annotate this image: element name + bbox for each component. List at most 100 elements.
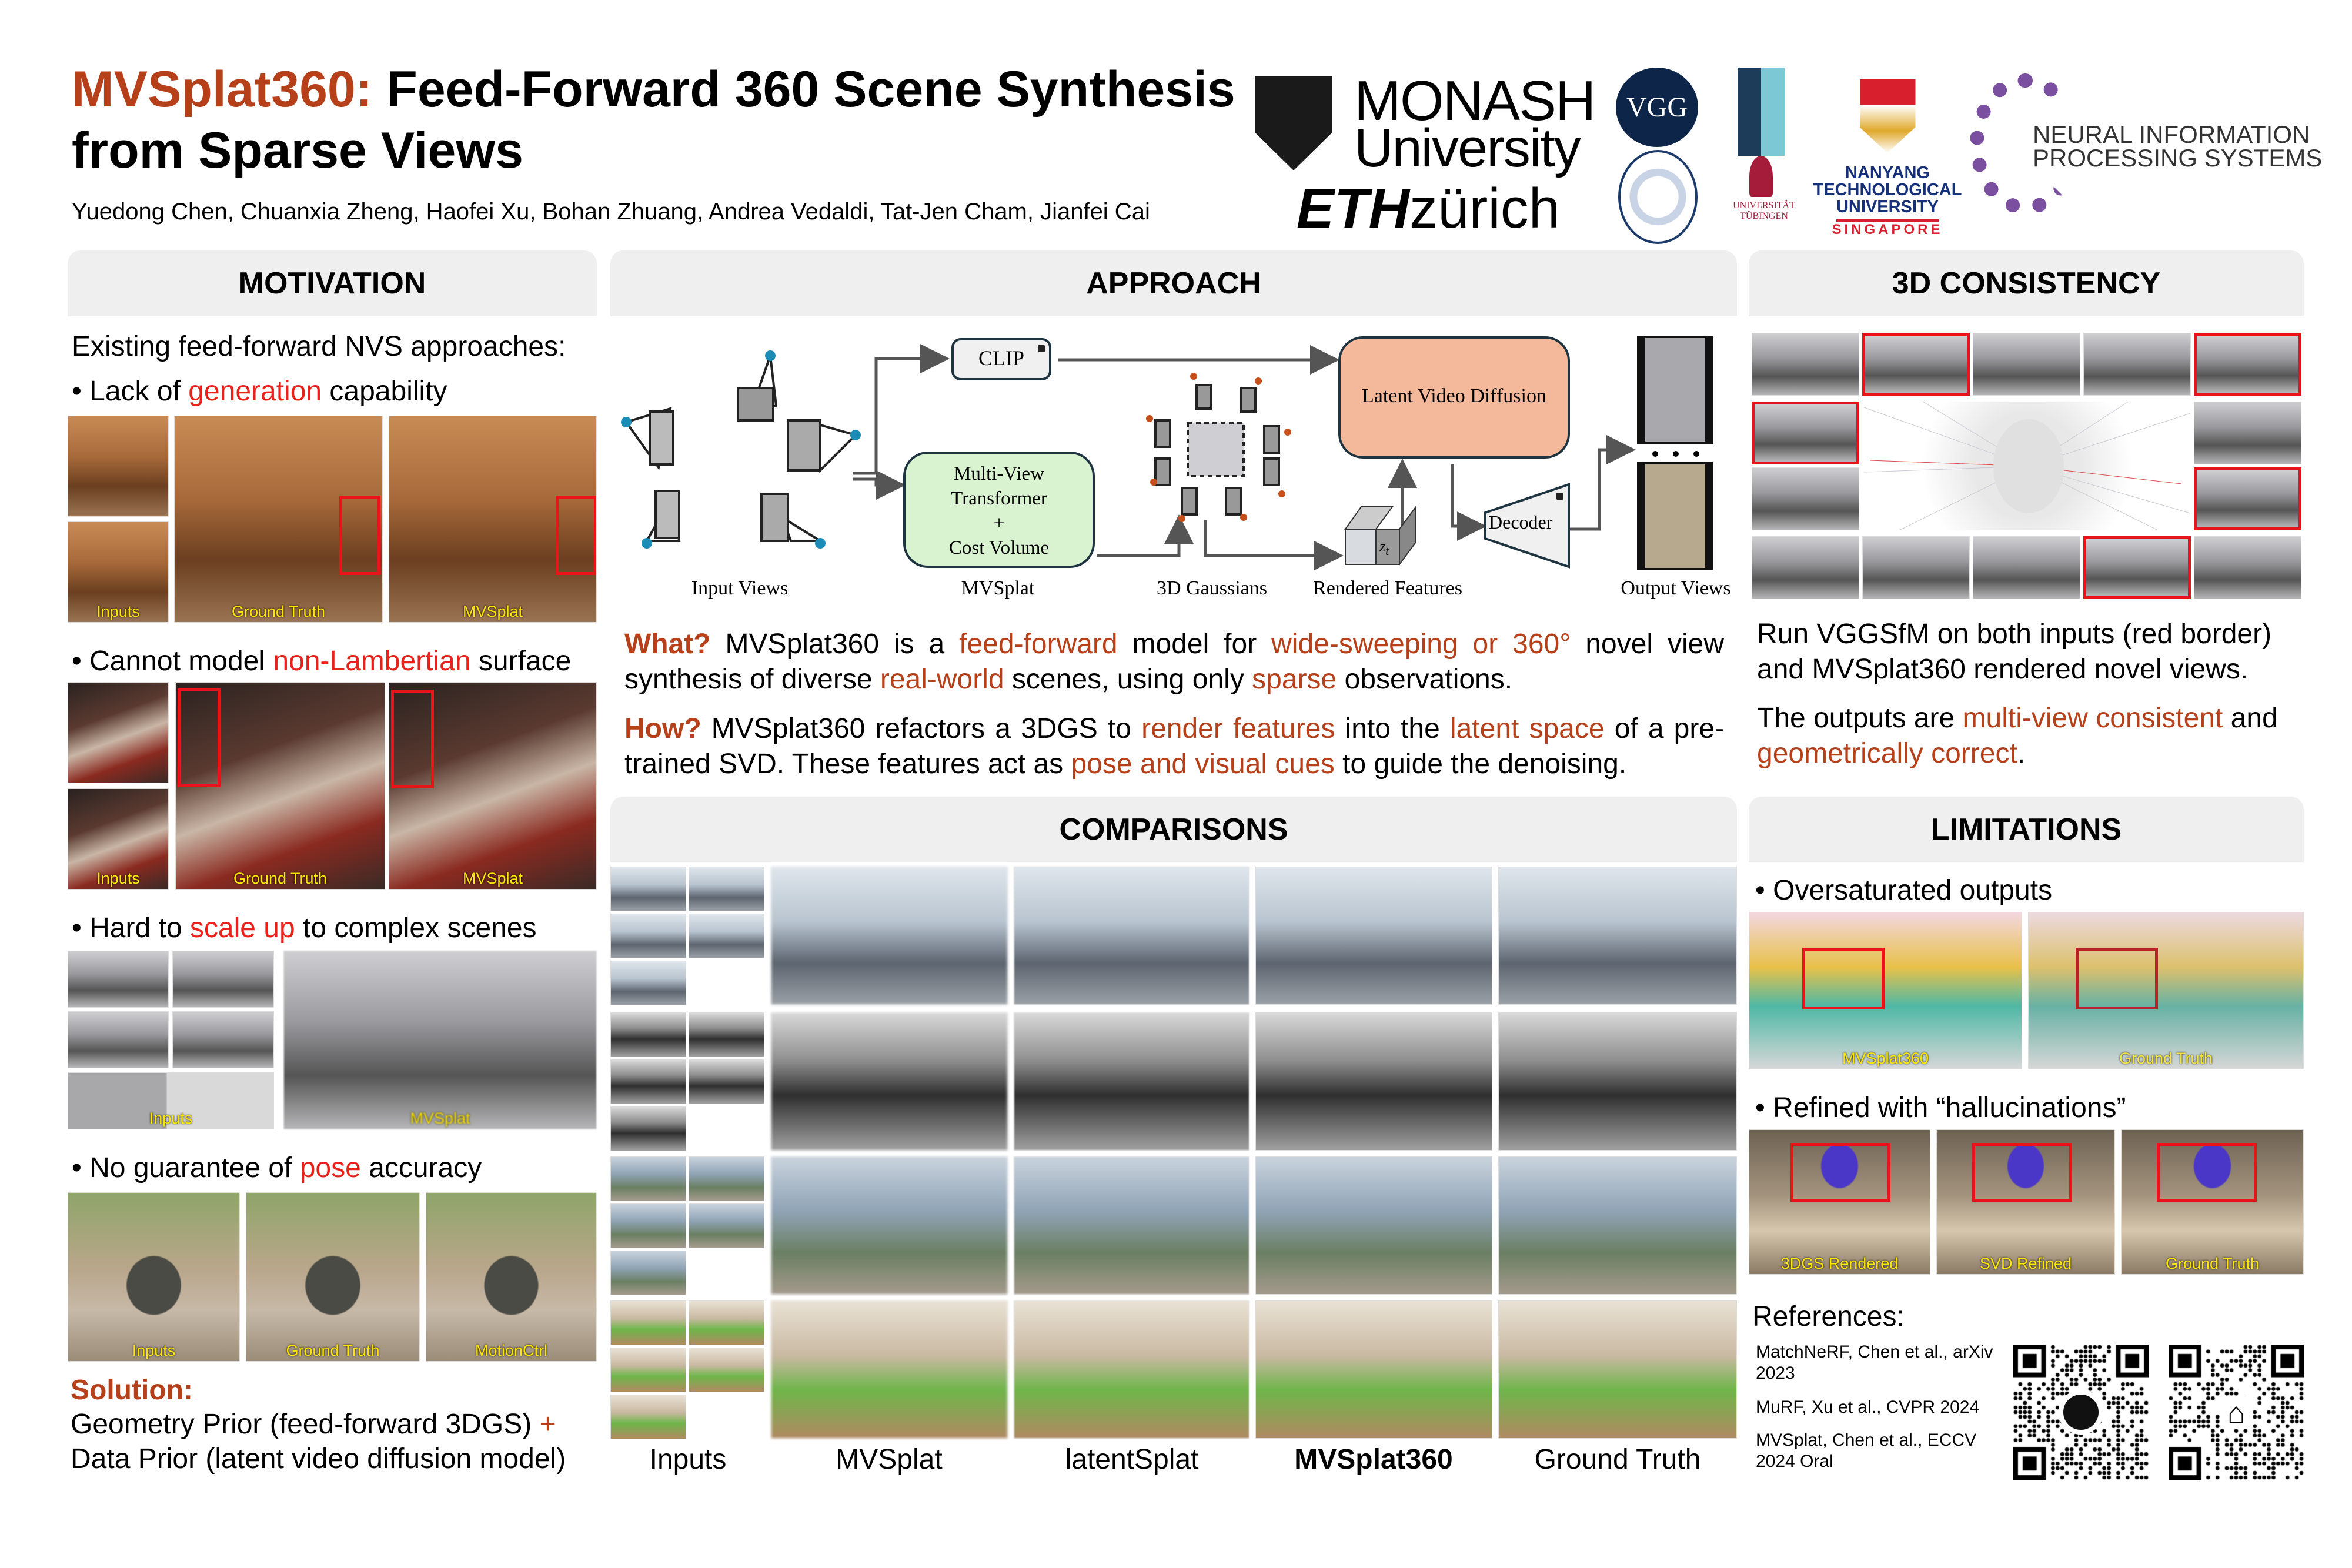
text-segment: scenes, using only — [1004, 664, 1252, 695]
caption: Inputs — [149, 1109, 193, 1127]
home-icon: ⌂ — [2220, 1396, 2253, 1429]
t: t — [1385, 544, 1389, 559]
3dgs-rendered-image: 3DGS Rendered — [1749, 1129, 1930, 1275]
solution-line1: Geometry Prior (feed-forward 3DGS) + — [71, 1407, 556, 1442]
approach-how: How? MVSplat360 refactors a 3DGS to rend… — [624, 711, 1724, 782]
column-label-mvsplat: MVSplat — [836, 1444, 943, 1475]
input-view-image — [1862, 333, 1970, 396]
highlight-box — [1972, 1143, 2072, 1202]
approach-header: APPROACH — [610, 250, 1737, 316]
input-thumbnail — [610, 961, 686, 1005]
title-main: Feed-Forward 360 Scene Synthesis — [372, 61, 1235, 118]
monash-text: MONASH — [1354, 69, 1596, 132]
text-segment: Geometry Prior (feed-forward 3DGS) — [71, 1409, 540, 1440]
ground-truth-image: Ground Truth — [174, 416, 383, 623]
input-image — [68, 682, 169, 783]
input-thumbnail — [689, 1156, 764, 1201]
caption: Ground Truth — [286, 1342, 380, 1359]
neurips-text-1: NEURAL INFORMATION — [2033, 121, 2310, 148]
novel-view-image — [1752, 333, 1859, 396]
caption: Ground Truth — [2165, 1255, 2260, 1272]
motionctrl-image: MotionCtrl — [426, 1192, 597, 1362]
highlighted-text: + — [539, 1409, 556, 1440]
consistency-p2: The outputs are multi-view consistent an… — [1757, 701, 2304, 771]
highlight-box — [1790, 1143, 1890, 1202]
highlight-box — [178, 688, 220, 787]
text-segment: MVSplat360 is a — [710, 628, 960, 660]
z: z — [1379, 538, 1386, 555]
highlighted-text: scale up — [189, 912, 295, 944]
ground-truth-image: Ground Truth — [2028, 912, 2304, 1069]
mvsplat-result — [771, 1300, 1008, 1439]
input-thumbnail — [610, 1106, 686, 1151]
ground-truth-image — [1498, 1300, 1737, 1439]
ntu-logo: NANYANG TECHNOLOGICAL UNIVERSITY SINGAPO… — [1811, 79, 1964, 238]
input-thumbnail — [689, 1012, 764, 1057]
highlight-box — [556, 496, 596, 575]
highlighted-text: generation — [188, 376, 322, 407]
consistency-p1: Run VGGSfM on both inputs (red border) a… — [1757, 618, 2272, 685]
input-thumbnail — [610, 914, 686, 958]
svd-refined-image: SVD Refined — [1936, 1129, 2115, 1275]
input-thumbnail — [610, 1203, 686, 1248]
column-label-ground-truth: Ground Truth — [1534, 1444, 1701, 1475]
highlighted-text: multi-view consistent — [1962, 703, 2223, 734]
novel-view-image — [1752, 467, 1859, 530]
decoder-label: Decoder — [1489, 511, 1553, 533]
gaussians-cluster — [1154, 384, 1280, 516]
highlighted-text: How? — [624, 713, 701, 744]
ground-truth-image — [1498, 867, 1737, 1005]
input-thumbnail — [689, 1203, 764, 1248]
novel-view-image — [2083, 333, 2191, 396]
tuebingen-logo: UNIVERSITÄT TÜBINGEN — [1726, 68, 1808, 238]
neurips-text-2: PROCESSING SYSTEMS — [2033, 144, 2323, 172]
reference-item: MVSplat, Chen et al., ECCV 2024 Oral — [1756, 1430, 1977, 1471]
solution-label: Solution: — [71, 1375, 193, 1406]
comparisons-header: COMPARISONS — [610, 797, 1737, 862]
text-segment: to guide the denoising. — [1334, 748, 1627, 780]
input-image: Inputs — [68, 1072, 274, 1129]
caption: Ground Truth — [233, 870, 328, 887]
input-image: Inputs — [68, 521, 169, 623]
input-thumbnail — [610, 1012, 686, 1057]
text-segment: capability — [322, 376, 447, 407]
latentsplat-result — [1014, 1300, 1250, 1439]
mvsplat360-result — [1255, 867, 1492, 1005]
highlighted-text: non-Lambertian — [273, 646, 471, 677]
input-view-image — [2194, 333, 2301, 396]
input-image — [172, 951, 274, 1008]
camera-rays — [1864, 402, 2190, 530]
label-mvsplat: MVSplat — [961, 577, 1035, 599]
highlight-box — [1802, 948, 1885, 1009]
ground-truth-image — [1498, 1012, 1737, 1151]
consistency-header: 3D CONSISTENCY — [1749, 250, 2304, 316]
highlighted-text: feed-forward — [959, 628, 1118, 660]
monash-logo: MONASH University — [1255, 69, 1608, 191]
limitation-hallucinations: • Refined with “hallucinations” — [1755, 1092, 2126, 1124]
ground-truth-image: Ground Truth — [175, 682, 385, 890]
bullet-scale-up: • Hard to scale up to complex scenes — [72, 911, 537, 946]
novel-view-image — [1752, 536, 1859, 599]
highlighted-text: pose and visual cues — [1071, 748, 1335, 780]
caption: Inputs — [96, 603, 140, 620]
novel-view-image — [1973, 333, 2080, 396]
latent-video-diffusion-box — [1338, 336, 1570, 459]
input-thumbnail — [610, 1059, 686, 1104]
multiview-transformer-box — [903, 452, 1095, 568]
highlight-box — [391, 690, 434, 788]
input-view-image — [2083, 536, 2191, 599]
input-image: Inputs — [68, 788, 169, 890]
point-cloud — [1864, 402, 2190, 530]
latent-video-diffusion-label: Latent Video Diffusion — [1362, 385, 1546, 407]
highlighted-text: real-world — [880, 664, 1004, 695]
latentsplat-result — [1014, 1012, 1250, 1151]
caption: MVSplat — [462, 603, 523, 620]
input-thumbnail — [610, 1300, 686, 1345]
text-segment: The outputs are — [1757, 703, 1963, 734]
mvsplat-result — [771, 1156, 1008, 1295]
input-thumbnail — [689, 1348, 764, 1392]
mvt-line: Transformer — [951, 488, 1047, 509]
mvsplat360-result — [1255, 1012, 1492, 1151]
mvsplat-result — [771, 867, 1008, 1005]
